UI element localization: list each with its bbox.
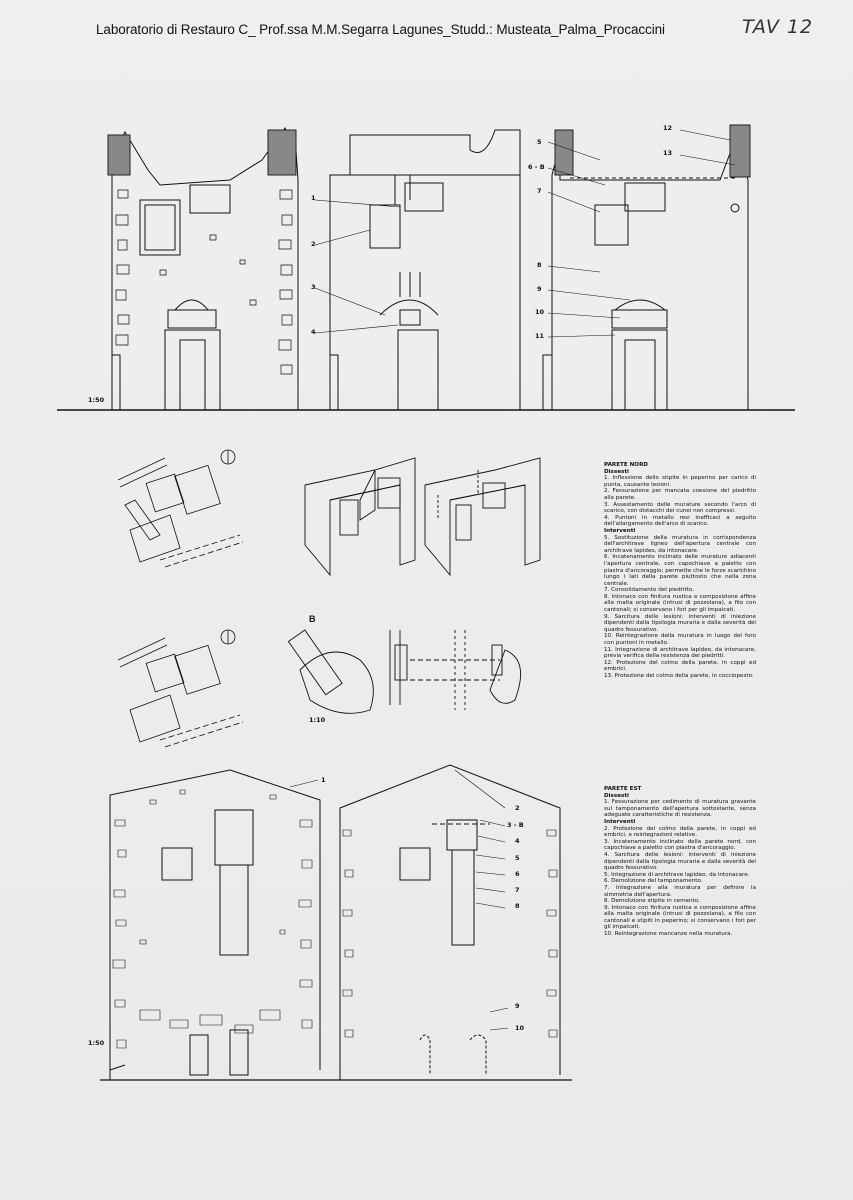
nord-dissesto-4: 4. Puntoni in metallo resi inefficaci a …: [604, 514, 756, 528]
label-top-r-9: 9: [537, 285, 542, 293]
est-intervento-3: 3. Incatenamento inclinato della parete …: [604, 838, 756, 852]
est-intervento-6: 6. Demolizione del tamponamento.: [604, 878, 703, 885]
parete-nord-interventi-heading: Interventi: [604, 527, 636, 534]
est-intervento-9: 9. Intonaco con finitura rustica e compo…: [604, 904, 756, 931]
nord-dissesto-2: 2. Fessurazione per mancata coesione del…: [604, 488, 756, 501]
scale-top: 1:50: [88, 396, 105, 404]
scale-detail: 1:10: [309, 716, 326, 724]
est-intervento-8: 8. Demolizione stipite in cemento.: [604, 898, 700, 905]
axonometric-intervention: [424, 457, 541, 577]
label-top-r-11: 11: [535, 332, 545, 340]
nord-intervento-10: 10. Reintegrazione della muratura in luo…: [604, 633, 756, 647]
label-bot-r-4: 4: [515, 837, 520, 845]
plan-key-upper: [117, 449, 244, 568]
label-bot-l-1: 1: [321, 776, 326, 784]
label-top-r-12: 12: [663, 124, 673, 132]
nord-dissesto-3: 3. Assestamento delle murature secondo l…: [604, 501, 756, 515]
axonometric-damage: [304, 457, 416, 577]
label-bot-r-10: 10: [515, 1024, 525, 1032]
label-top-c-1: 1: [311, 194, 316, 202]
north-wall-survey: [107, 127, 299, 411]
nord-intervento-13: 13. Protezione del colmo della parete, i…: [604, 673, 754, 679]
nord-intervento-7: 7. Consolidamento del piedritto.: [604, 587, 695, 594]
north-wall-damage: [314, 129, 521, 411]
label-bot-r-3b: 3 - B: [507, 821, 524, 829]
parete-est-dissesti-heading: Dissesti: [604, 792, 629, 799]
label-top-r-10: 10: [535, 308, 545, 316]
est-intervento-2: 2. Protezione del colmo della parete, in…: [604, 825, 756, 839]
parete-est-notes: PARETE EST Dissesti 1. Fessurazione per …: [604, 786, 756, 938]
east-wall-survey: [109, 769, 321, 1080]
nord-intervento-8: 8. Intonaco con finitura rustica e compo…: [604, 593, 756, 614]
label-top-r-7: 7: [537, 187, 542, 195]
label-bot-r-6: 6: [515, 870, 520, 878]
nord-intervento-5: 5. Sostituzione della muratura in corris…: [604, 534, 756, 554]
label-top-c-2: 2: [311, 240, 316, 248]
nord-intervento-6: 6. Incatenamento inclinato delle muratur…: [604, 554, 756, 587]
east-wall-interventions: [339, 764, 561, 1080]
nord-dissesto-1: 1. Inflessione dello stipite in peperino…: [604, 475, 756, 488]
nord-intervento-11: 11. Integrazione di architrave lapideo, …: [604, 646, 756, 660]
label-top-c-3: 3: [311, 283, 316, 291]
label-bot-r-5: 5: [515, 854, 520, 862]
label-bot-r-7: 7: [515, 886, 520, 894]
est-intervento-7: 7. Integrazione alla muratura per defini…: [604, 884, 756, 898]
label-top-r-13: 13: [663, 149, 673, 157]
north-wall-interventions: [542, 124, 751, 411]
label-top-r-8: 8: [537, 261, 542, 269]
detail-label-b: B: [309, 614, 316, 624]
nord-intervento-12: 12. Protezione del colmo della parete, i…: [604, 659, 756, 673]
label-top-r-5: 5: [537, 138, 542, 146]
est-intervento-5: 5. Integrazione di architrave lapideo, d…: [604, 871, 750, 878]
nord-intervento-9: 9. Sarcitura delle lesioni: interventi d…: [604, 613, 756, 633]
sheet-number: TAV 12: [742, 16, 814, 38]
parete-est-title: PARETE EST: [604, 786, 642, 792]
label-bot-r-8: 8: [515, 902, 520, 910]
parete-est-interventi-heading: Interventi: [604, 818, 636, 825]
label-bot-r-2: 2: [515, 804, 520, 812]
detail-b-drawing: [287, 629, 522, 714]
est-dissesto-1: 1. Fessurazione per cedimento di muratur…: [604, 799, 756, 819]
label-top-c-4: 4: [311, 328, 316, 336]
scale-bottom: 1:50: [88, 1039, 105, 1047]
sheet-header: Laboratorio di Restauro C_ Prof.ssa M.M.…: [96, 22, 665, 37]
parete-nord-title: PARETE NORD: [604, 462, 649, 468]
label-top-r-6b: 6 - B: [528, 163, 545, 171]
label-bot-r-9: 9: [515, 1002, 520, 1010]
est-intervento-10: 10. Reintegrazione mancanze nella muratu…: [604, 931, 733, 938]
parete-nord-dissesti-heading: Dissesti: [604, 468, 629, 475]
est-intervento-4: 4. Sarcitura delle lesioni: interventi d…: [604, 851, 756, 872]
plan-key-lower: [117, 629, 244, 748]
parete-nord-notes: PARETE NORD Dissesti 1. Inflessione dell…: [604, 462, 756, 680]
